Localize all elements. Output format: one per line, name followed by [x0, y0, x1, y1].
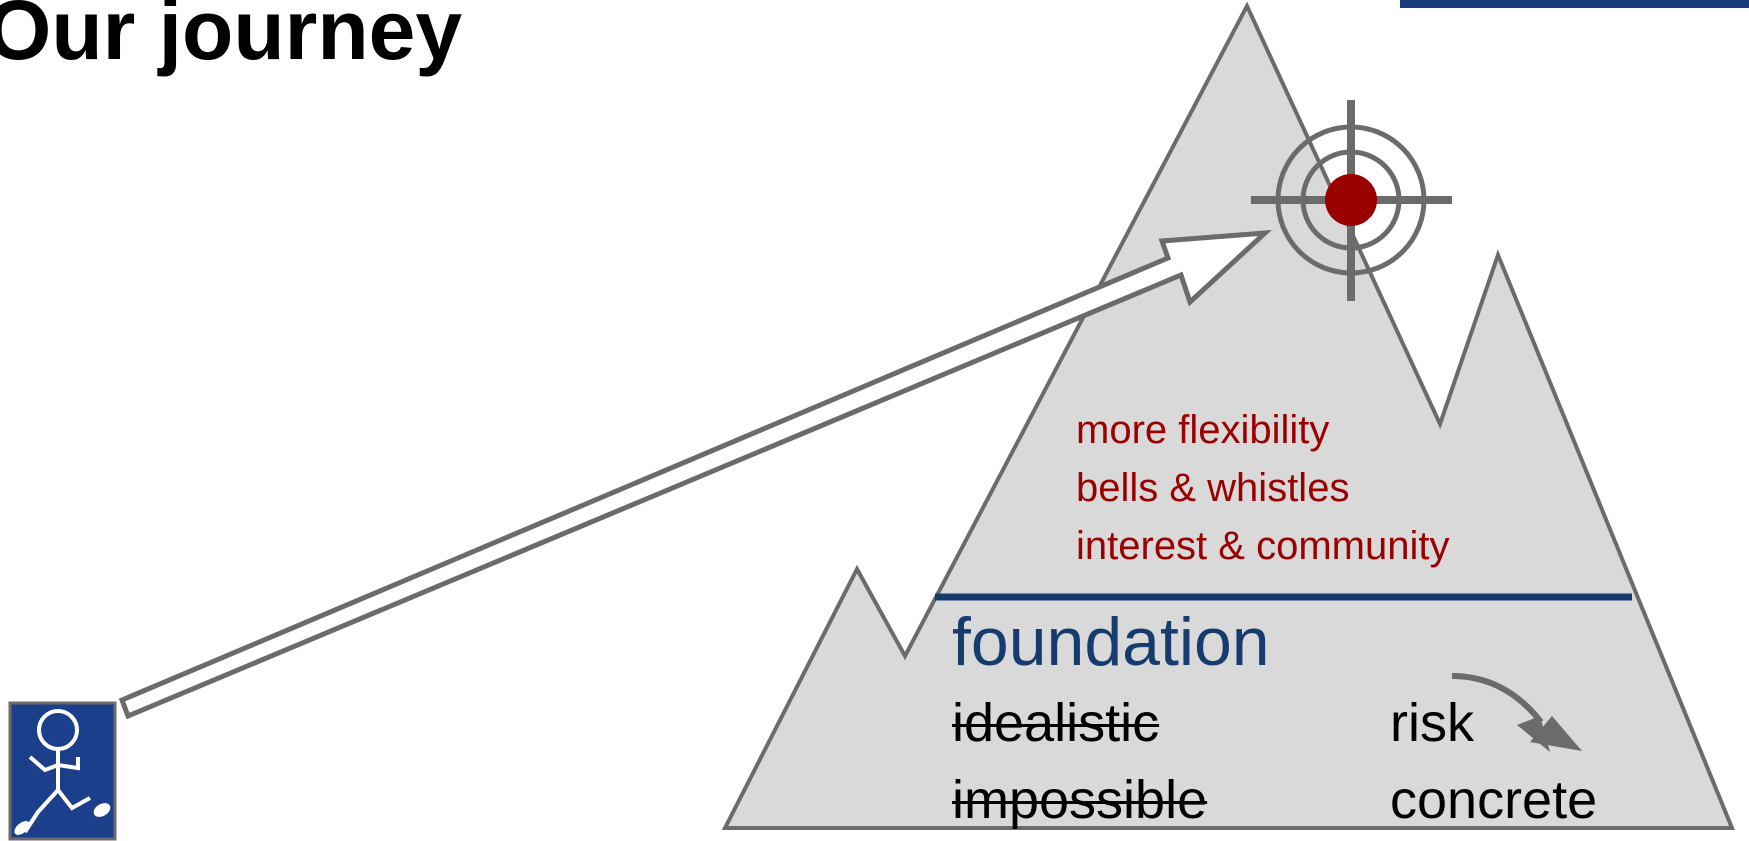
goal-bells-whistles: bells & whistles — [1076, 466, 1350, 510]
target-crosshair-icon — [1251, 100, 1452, 301]
corner-decoration-bar — [1400, 0, 1749, 8]
goal-interest-community: interest & community — [1076, 524, 1450, 568]
struck-word-idealistic: idealistic — [952, 693, 1160, 753]
word-risk: risk — [1390, 693, 1474, 753]
foundation-heading: foundation — [952, 604, 1270, 680]
word-concrete: concrete — [1390, 770, 1598, 830]
page-title: Our journey — [0, 0, 463, 77]
curved-arrow-icon — [1451, 673, 1582, 752]
running-stick-figure-icon — [8, 701, 117, 841]
goal-more-flexibility: more flexibility — [1076, 408, 1330, 452]
journey-arrow — [118, 229, 1273, 720]
struck-word-impossible: impossible — [952, 770, 1208, 830]
